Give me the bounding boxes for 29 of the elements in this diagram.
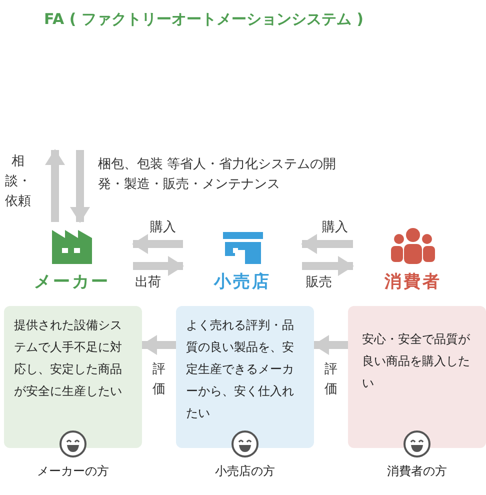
edge-label: 評価 xyxy=(324,361,338,399)
edge-label: 相談・依頼 xyxy=(4,153,32,211)
edge-label: 購入 xyxy=(322,219,349,237)
card-text: よく売れる評判・品質の良い製品を、安定生産できるメーカーから、安く仕入れたい xyxy=(186,317,295,422)
card-caption: 小売店の方 xyxy=(214,463,276,480)
edge-label: 出荷 xyxy=(135,274,162,292)
info-card xyxy=(176,306,314,448)
edge-label: 販売 xyxy=(306,274,333,292)
edge-label: 購入 xyxy=(150,219,177,237)
edge-label: 評価 xyxy=(152,361,166,399)
node-label: メーカー xyxy=(34,271,110,294)
card-text: 提供された設備システムで人手不足に対応し、安定した商品が安全に生産したい xyxy=(14,317,123,400)
arrow xyxy=(133,256,184,276)
card-text: 安心・安全で品質が良い商品を購入したい xyxy=(361,331,471,392)
arrow xyxy=(70,150,90,223)
arrow xyxy=(141,335,176,355)
arrow xyxy=(45,149,65,222)
arrow xyxy=(313,335,348,355)
node-label: 消費者 xyxy=(384,271,442,294)
arrow xyxy=(302,256,354,276)
edge-label: 梱包、包装 等省人・省力化システムの開発・製造・販売・メンテナンス xyxy=(98,156,338,194)
info-card xyxy=(4,306,142,448)
card-caption: メーカーの方 xyxy=(36,463,110,480)
arrow xyxy=(132,234,183,254)
card-caption: 消費者の方 xyxy=(386,463,448,480)
title: FA ( ファクトリーオートメーションシステム ) xyxy=(44,9,364,30)
node-label: 小売店 xyxy=(214,271,271,294)
arrow xyxy=(301,234,353,254)
info-card xyxy=(348,306,486,448)
